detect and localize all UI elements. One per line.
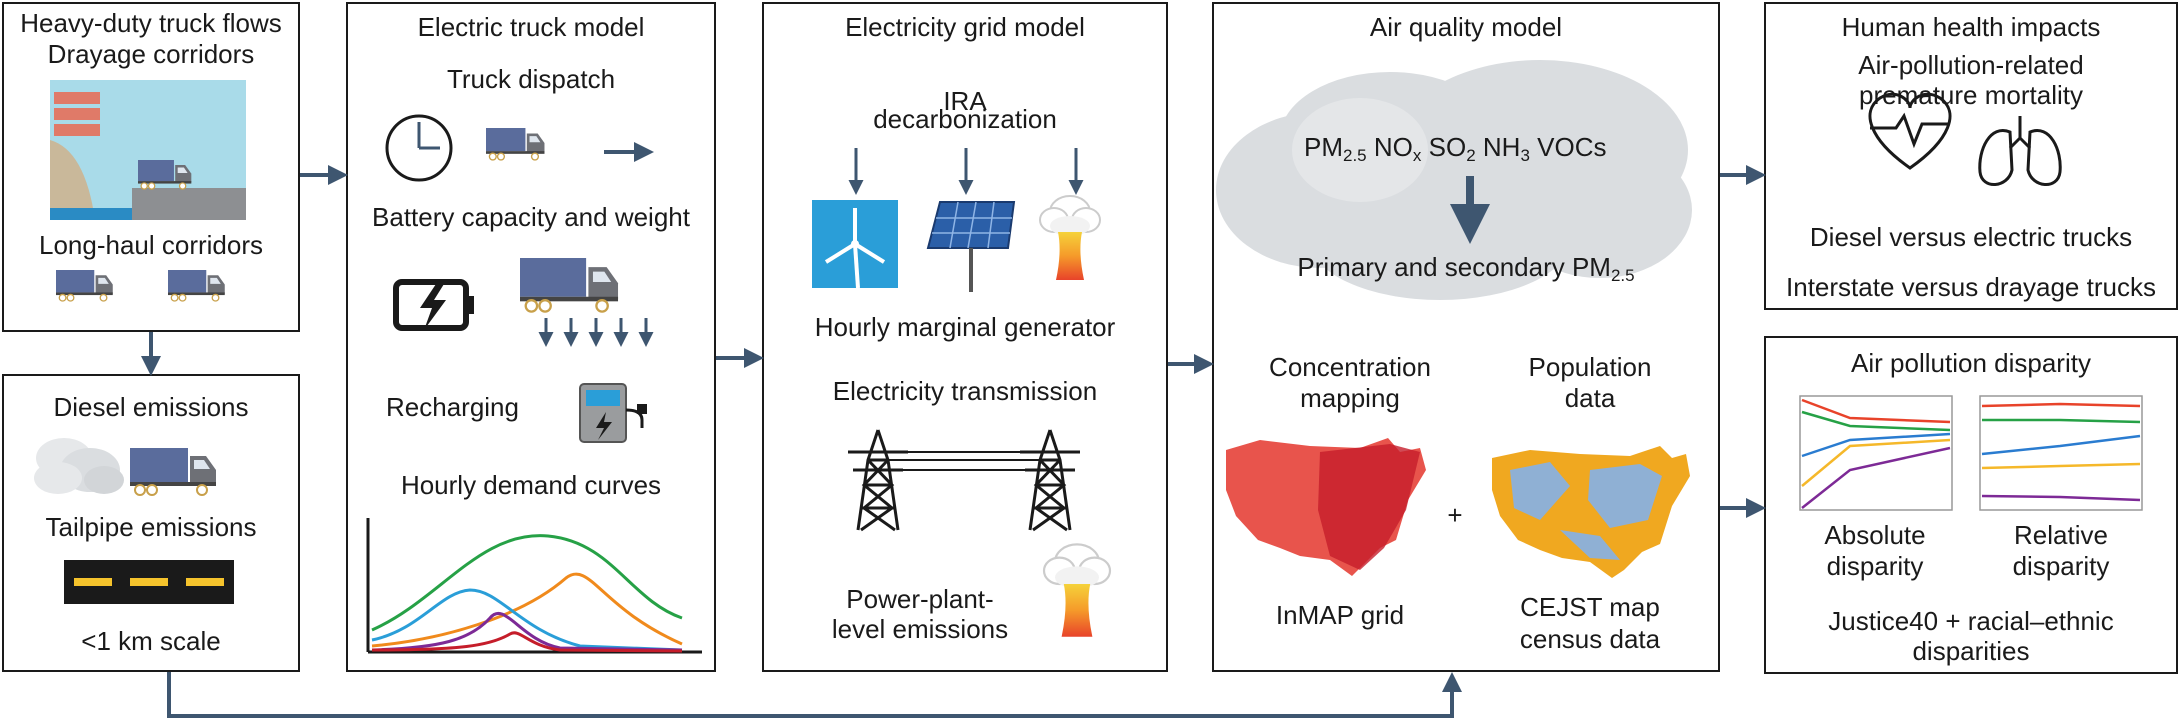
concentration-map (1226, 438, 1426, 576)
air-pollution-disparity-title: Air pollution disparity (1851, 348, 2091, 378)
concentration-label-1: Concentration (1269, 352, 1431, 382)
battery-capacity-label: Battery capacity and weight (372, 202, 690, 232)
population-label-1: Population (1528, 352, 1652, 382)
absolute-disparity-chart (1799, 395, 1953, 511)
hourly-demand-label: Hourly demand curves (400, 470, 662, 500)
tailpipe-emissions-label: Tailpipe emissions (45, 512, 257, 542)
solar-panel-icon (926, 201, 1016, 292)
truck-flows-title: Heavy-duty truck flows (20, 8, 282, 38)
population-label-2: data (1564, 383, 1616, 413)
justice40-label-2: disparities (1912, 636, 2030, 666)
concentration-label-2: mapping (1300, 383, 1400, 413)
recharging-label: Recharging (386, 392, 519, 422)
weighted-truck (518, 256, 620, 313)
long-haul-trucks (55, 269, 226, 302)
pollutant-cloud (1216, 60, 1692, 300)
cejst-label-1: CEJST map (1520, 592, 1660, 622)
scale-label: <1 km scale (81, 626, 221, 656)
heart-icon (1868, 92, 1952, 170)
justice40-label-1: Justice40 + racial–ethnic (1828, 606, 2114, 636)
mortality-label-1: Air-pollution-related (1858, 50, 2084, 80)
pollutant-species: PM2.5 NOx SO2 NH3 VOCs (1304, 132, 1607, 165)
truck-dispatch-label: Truck dispatch (446, 64, 616, 94)
ira-label: IRA (943, 86, 987, 116)
population-map (1492, 446, 1690, 578)
lungs-icon (1978, 116, 2062, 186)
power-plant-label-1: Power-plant- (846, 584, 994, 614)
drayage-corridors-label: Drayage corridors (47, 39, 255, 69)
relative-disparity-label-2: disparity (2012, 551, 2110, 581)
diesel-emissions-box (2, 374, 300, 672)
air-quality-model-title: Air quality model (1369, 12, 1563, 42)
mortality-label-2: premature mortality (1859, 80, 2083, 110)
inmap-grid-label: InMAP grid (1275, 600, 1405, 630)
wind-turbine-icon (812, 200, 898, 289)
relative-disparity-chart (1979, 395, 2143, 511)
hourly-marginal-generator-label: Hourly marginal generator (814, 312, 1116, 342)
road-segment (64, 560, 234, 604)
weight-arrows (538, 318, 654, 347)
power-plant-icon (1039, 195, 1101, 281)
diesel-vs-electric-label: Diesel versus electric trucks (1809, 222, 2133, 252)
human-health-impacts-title: Human health impacts (1841, 12, 2101, 42)
connector-arrows (141, 165, 1766, 718)
cejst-label-2: census data (1519, 624, 1661, 654)
transmission-tower-icon (846, 428, 1082, 532)
long-haul-corridors-label: Long-haul corridors (38, 230, 263, 260)
hourly-demand-chart (366, 518, 702, 654)
primary-secondary-pm-label: Primary and secondary PM2.5 (1297, 252, 1635, 285)
interstate-vs-drayage-label: Interstate versus drayage trucks (1786, 272, 2156, 302)
ira-arrows (848, 148, 1084, 195)
electric-truck-model-title: Electric truck model (417, 12, 645, 42)
absolute-disparity-label-2: disparity (1826, 551, 1924, 581)
battery-icon (393, 279, 474, 331)
electricity-transmission-label: Electricity transmission (832, 376, 1098, 406)
power-plant-emissions-icon (1042, 543, 1112, 638)
drayage-port-illustration (50, 80, 246, 220)
charging-station-icon (579, 383, 647, 443)
dispatch-truck (485, 127, 546, 161)
ira-decarbonization-label: decarbonization (873, 104, 1057, 134)
human-health-impacts-box (1764, 2, 2178, 310)
electricity-grid-model-title: Electricity grid model (845, 12, 1085, 42)
plus-sign: + (1447, 500, 1463, 530)
clock-icon (385, 114, 453, 182)
absolute-disparity-label-1: Absolute (1824, 520, 1926, 550)
exhaust-cloud (34, 438, 124, 494)
electric-truck-model-box (346, 2, 716, 672)
diesel-emissions-title: Diesel emissions (53, 392, 249, 422)
diesel-truck (129, 447, 217, 496)
power-plant-label-2: level emissions (831, 614, 1009, 644)
relative-disparity-label-1: Relative (2014, 520, 2108, 550)
